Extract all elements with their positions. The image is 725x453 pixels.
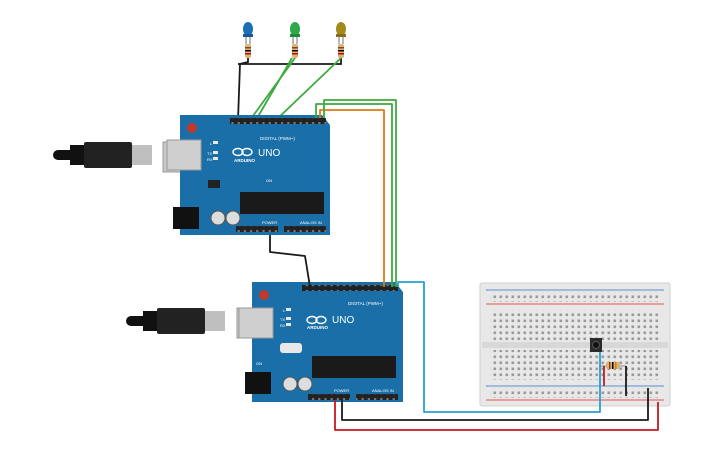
power-header bbox=[236, 226, 278, 232]
on-label: ON bbox=[256, 361, 262, 366]
resistor-3-icon[interactable] bbox=[338, 44, 344, 58]
power-header bbox=[308, 394, 350, 400]
digital-header bbox=[230, 118, 326, 124]
led-rx-label: RX bbox=[207, 157, 213, 162]
led-tx-label: TX bbox=[280, 317, 285, 322]
arduino-top[interactable]: DIGITAL (PWM~) POWER ANALOG IN ARDUINO U… bbox=[53, 115, 330, 235]
breadboard[interactable] bbox=[479, 282, 671, 407]
led-wires bbox=[237, 57, 342, 121]
arduino-logo-text: ARDUINO bbox=[307, 325, 328, 330]
led-blue-icon[interactable] bbox=[243, 22, 253, 44]
led-group bbox=[243, 22, 346, 58]
digital-label: DIGITAL (PWM~) bbox=[260, 136, 295, 141]
led-l-label: L bbox=[210, 141, 213, 146]
wires bbox=[269, 99, 659, 431]
analog-header bbox=[356, 394, 398, 400]
mcu-chip-icon bbox=[240, 192, 324, 214]
power-label: POWER bbox=[262, 220, 277, 225]
arduino-logo-icon bbox=[306, 315, 327, 325]
led-yellow-icon[interactable] bbox=[336, 22, 346, 44]
reset-button[interactable] bbox=[187, 123, 197, 133]
reset-button[interactable] bbox=[259, 290, 269, 300]
led-green-icon[interactable] bbox=[290, 22, 300, 44]
power-jack-icon bbox=[173, 207, 199, 229]
model-label: UNO bbox=[332, 315, 354, 326]
analog-label: ANALOG IN bbox=[372, 388, 394, 393]
power-jack-icon bbox=[245, 372, 271, 394]
mcu-chip-icon bbox=[312, 356, 396, 378]
arduino-bottom[interactable]: DIGITAL (PWM~) POWER ANALOG IN ARDUINO U… bbox=[126, 282, 403, 402]
power-label: POWER bbox=[334, 388, 349, 393]
resistor-1-icon[interactable] bbox=[245, 44, 251, 58]
led-tx-label: TX bbox=[207, 151, 212, 156]
usb-port-icon bbox=[238, 307, 274, 339]
model-label: UNO bbox=[258, 148, 280, 159]
analog-label: ANALOG IN bbox=[300, 220, 322, 225]
led-l-label: L bbox=[283, 308, 286, 313]
breadboard-resistor-icon[interactable] bbox=[600, 362, 626, 369]
analog-header bbox=[284, 226, 326, 232]
arduino-logo-icon bbox=[232, 147, 253, 157]
digital-label: DIGITAL (PWM~) bbox=[348, 301, 383, 306]
led-rx-label: RX bbox=[280, 323, 286, 328]
resistor-2-icon[interactable] bbox=[292, 44, 298, 58]
arduino-logo-text: ARDUINO bbox=[234, 158, 255, 163]
digital-header bbox=[302, 285, 398, 291]
usb-port-icon bbox=[166, 139, 202, 171]
pushbutton-icon[interactable] bbox=[590, 338, 602, 352]
on-label: ON bbox=[266, 178, 272, 183]
